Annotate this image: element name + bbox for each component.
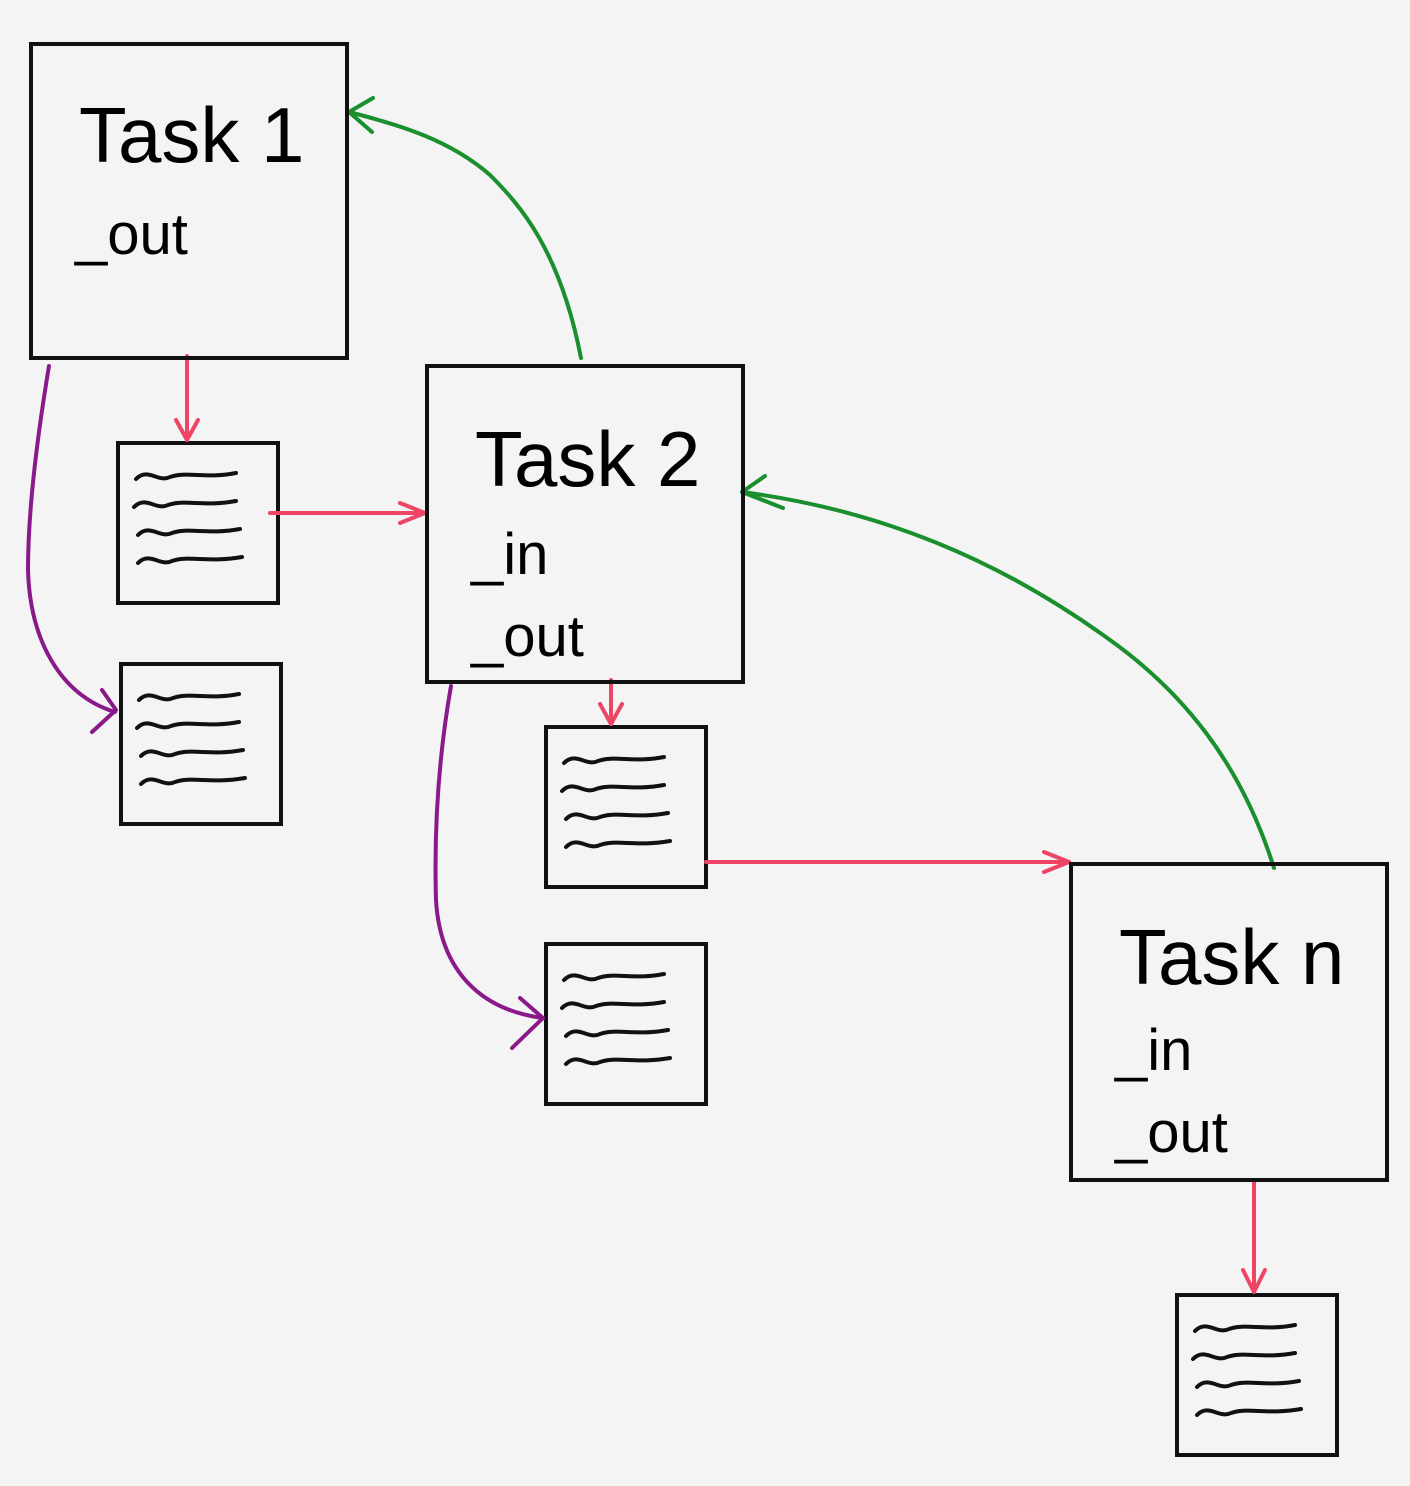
document-text-line — [136, 527, 242, 537]
document-text-line — [564, 839, 672, 849]
document-text-line — [560, 1000, 666, 1010]
document-icon-3 — [544, 725, 708, 889]
document-text-line — [1193, 1323, 1297, 1333]
arrowhead-task1-to-doc1 — [174, 418, 200, 442]
task-n-title: Task n — [1119, 913, 1345, 1001]
document-text-line — [564, 1056, 672, 1066]
task-1-title: Task 1 — [79, 91, 305, 179]
task-1-box[interactable]: Task 1 _out — [29, 42, 349, 360]
document-text-line — [564, 811, 670, 821]
task-2-out-label: _out — [471, 604, 584, 669]
task-2-box[interactable]: Task 2 _in _out — [425, 364, 745, 684]
arrow-task2-to-task1 — [347, 110, 583, 360]
document-text-line — [139, 776, 247, 786]
document-icon-2 — [119, 662, 283, 826]
document-text-line — [134, 471, 238, 481]
arrow-task1-to-doc2 — [26, 364, 117, 714]
task-n-in-label: _in — [1115, 1018, 1193, 1083]
arrowhead-task2-to-doc3 — [598, 702, 624, 726]
document-text-line — [564, 1028, 670, 1038]
arrow-taskn-to-task2 — [740, 490, 1276, 870]
arrowhead-task2-to-task1 — [347, 96, 375, 134]
document-text-line — [1195, 1379, 1301, 1389]
arrowhead-taskn-to-doc5 — [1241, 1268, 1267, 1294]
document-text-line — [132, 499, 238, 509]
document-text-line — [1191, 1351, 1297, 1361]
arrowhead-task1-to-doc2 — [90, 688, 118, 734]
document-text-line — [562, 972, 666, 982]
document-icon-4 — [544, 942, 708, 1106]
document-text-line — [562, 755, 666, 765]
arrowhead-task2-to-doc4 — [510, 996, 545, 1050]
task-n-box[interactable]: Task n _in _out — [1069, 862, 1389, 1182]
document-text-line — [139, 748, 245, 758]
task-n-out-label: _out — [1115, 1100, 1228, 1165]
task-2-title: Task 2 — [475, 415, 701, 503]
document-icon-5 — [1175, 1293, 1339, 1457]
document-text-line — [135, 720, 241, 730]
document-text-line — [136, 555, 244, 565]
document-text-line — [1195, 1407, 1303, 1417]
document-text-line — [560, 783, 666, 793]
document-icon-1 — [116, 441, 280, 605]
task-2-in-label: _in — [471, 522, 549, 587]
arrow-task2-to-doc4 — [433, 684, 545, 1020]
document-text-line — [137, 692, 241, 702]
task-1-out-label: _out — [75, 202, 188, 267]
